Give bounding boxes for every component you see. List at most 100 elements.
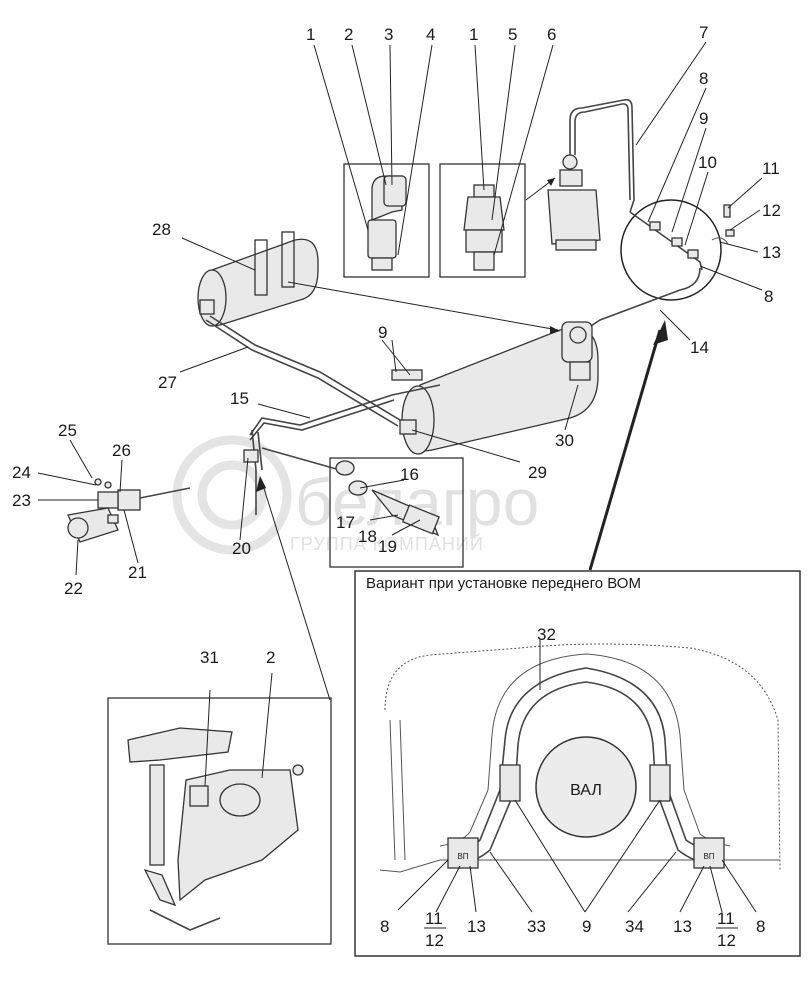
pipe-upper-2 [574, 103, 631, 201]
callout-1b: 1 [469, 25, 478, 44]
callout-3: 3 [384, 25, 393, 44]
bracket-right [693, 837, 725, 869]
callout-15: 15 [230, 389, 249, 408]
bracket-left [447, 837, 479, 869]
pipe-14 [584, 267, 701, 331]
arrowhead-brake [256, 476, 266, 492]
callout-25: 25 [58, 421, 77, 440]
variant-box [354, 570, 801, 957]
callout-8-left: 8 [380, 917, 389, 936]
clamp-9-right [649, 764, 671, 802]
callout-12-left: 12 [425, 931, 444, 950]
callout-13: 13 [762, 243, 781, 262]
clamp-9 [391, 369, 423, 381]
leader-31 [204, 689, 211, 787]
big-arrow-head [653, 320, 668, 345]
callout-2: 2 [344, 25, 353, 44]
pipe-20 [251, 429, 257, 515]
callout-12: 12 [762, 201, 781, 220]
tee-fitting [243, 449, 259, 463]
inset-box-16-19 [329, 457, 464, 568]
valve-inset-box-1 [343, 163, 430, 278]
callout-29: 29 [528, 463, 547, 482]
callout-12-right: 12 [717, 931, 736, 950]
clamp-9-left [499, 764, 521, 802]
air-tank-large [401, 321, 599, 455]
callout-8b: 8 [764, 287, 773, 306]
callout-21: 21 [128, 563, 147, 582]
callout-22: 22 [64, 579, 83, 598]
clamp-8b [687, 249, 699, 259]
air-tank-small [197, 231, 319, 327]
callout-32: 32 [537, 625, 556, 644]
hose-parts [335, 460, 440, 537]
fitting-29 [399, 419, 417, 435]
shaft [535, 736, 637, 838]
callout-8-right: 8 [756, 917, 765, 936]
elbow-valve [367, 175, 407, 271]
callout-2b: 2 [266, 648, 275, 667]
leader-2b [261, 672, 273, 779]
callout-10: 10 [698, 153, 717, 172]
pipe-loop [439, 653, 731, 867]
callout-24: 24 [12, 463, 31, 482]
bracket-left-tag: ВП [457, 852, 468, 861]
pipe-27b [205, 319, 399, 427]
callout-11: 11 [762, 159, 780, 178]
callout-9a: 9 [699, 109, 708, 128]
callout-8a: 8 [699, 69, 708, 88]
pipe-20b [257, 431, 263, 471]
variant-leaders [397, 640, 757, 913]
callout-9-variant: 9 [582, 917, 591, 936]
bracket-right-tag: ВП [703, 852, 714, 861]
pipe-15b [249, 399, 395, 441]
callout-4: 4 [426, 25, 435, 44]
variant-box-title: Вариант при установке переднего ВОМ [366, 575, 641, 592]
shaft-label: ВАЛ [570, 782, 602, 799]
callout-6: 6 [547, 25, 556, 44]
brake-pedal-assembly [127, 727, 304, 931]
callout-26: 26 [112, 441, 131, 460]
clamp-8 [649, 221, 661, 231]
callout-13-right: 13 [673, 917, 692, 936]
pipe-15 [249, 384, 441, 436]
callout-20: 20 [232, 539, 251, 558]
callout-30: 30 [555, 431, 574, 450]
callout-5: 5 [508, 25, 517, 44]
bolt-11 [723, 204, 731, 218]
callout-13-left: 13 [467, 917, 486, 936]
pipe-27 [209, 315, 401, 421]
inset-box-31 [107, 697, 332, 945]
callout-34: 34 [625, 917, 644, 936]
detail-circle [620, 199, 722, 301]
callout-11-right: 11 [717, 909, 735, 928]
valve-assembly-21 [67, 478, 191, 543]
arrowhead-valve [547, 178, 555, 186]
big-arrow-line [588, 329, 662, 571]
callout-28: 28 [152, 220, 171, 239]
arrow-to-brake [261, 481, 331, 701]
brake-control-valve [547, 154, 601, 251]
callout-1a: 1 [306, 25, 315, 44]
callout-11-left: 11 [425, 909, 443, 928]
callout-16: 16 [400, 465, 419, 484]
main-leaders [37, 41, 763, 576]
callout-7: 7 [699, 23, 708, 42]
washer-12 [725, 229, 735, 237]
pipe-upper [569, 98, 635, 213]
detail-pipe [629, 211, 703, 271]
part-13 [711, 237, 729, 245]
callout-14: 14 [690, 338, 709, 357]
callout-18: 18 [358, 527, 377, 546]
clamp-10 [671, 237, 683, 247]
callout-33: 33 [527, 917, 546, 936]
callout-31: 31 [200, 648, 219, 667]
straight-valve [463, 184, 505, 271]
callout-23: 23 [12, 491, 31, 510]
callout-19: 19 [378, 537, 397, 556]
watermark-subtitle: ГРУППА КОМПАНИЙ [290, 533, 484, 554]
arrow-valve-tank [287, 281, 559, 331]
callout-9b: 9 [378, 323, 387, 342]
callout-17: 17 [336, 513, 355, 532]
